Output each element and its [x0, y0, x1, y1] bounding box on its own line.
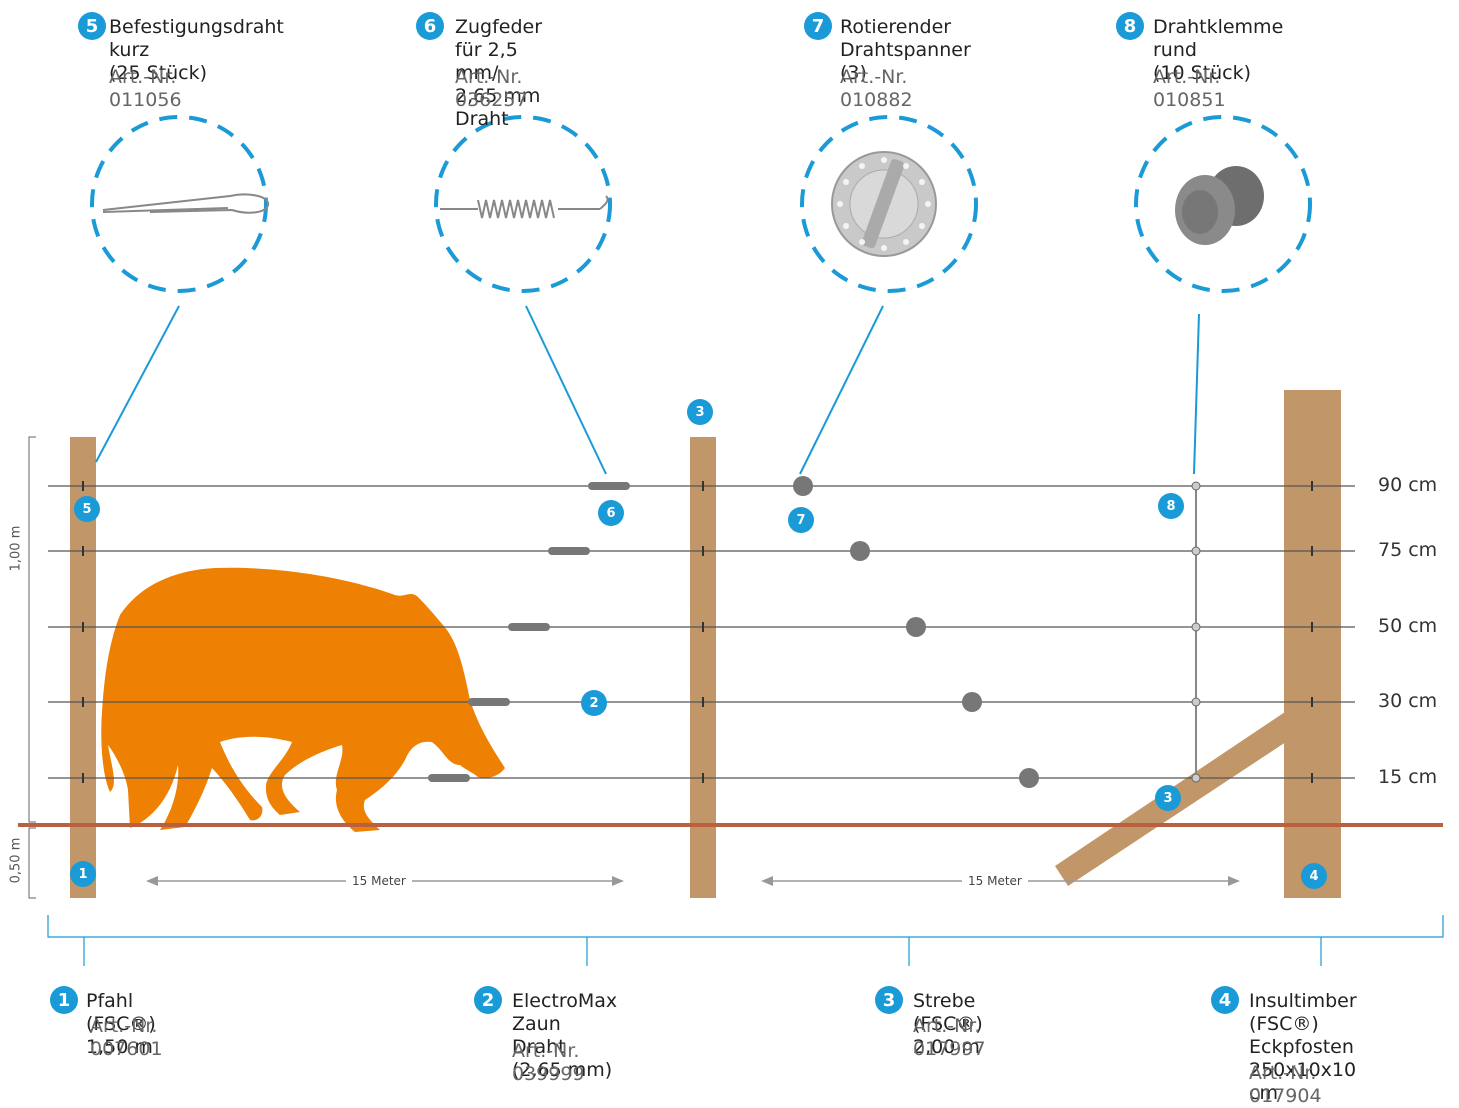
badge: 2: [474, 986, 502, 1014]
marker-4: 4: [1301, 863, 1327, 889]
item-title: Strebe (FSC®) 2,00 m: [913, 990, 983, 1058]
item-article-number: Art.-Nr. 036257: [455, 66, 528, 111]
height-scale: [28, 436, 36, 899]
badge: 8: [1116, 12, 1144, 40]
wire-tensioner-icon: [831, 151, 937, 257]
item-article-number: Art.-Nr. 007601: [90, 1015, 163, 1060]
marker-6: 6: [598, 500, 624, 526]
wire-tensioners: [793, 476, 1039, 788]
height-label-30: 30 cm: [1378, 690, 1438, 712]
wire-clamps: [1191, 481, 1201, 783]
item-title: Zugfeder für 2,5 mm/ 2,65 mm Draht: [455, 16, 543, 130]
item-article-number: Art.-Nr. 011056: [109, 66, 182, 111]
item-article-number: Art.-Nr. 017904: [1249, 1062, 1322, 1107]
leader-lines: [95, 305, 1200, 475]
badge: 4: [1211, 986, 1239, 1014]
boar-silhouette: [101, 567, 506, 832]
badge: 3: [875, 986, 903, 1014]
marker-3-strut: 3: [1155, 785, 1181, 811]
bottom-bracket: [47, 915, 1444, 966]
marker-2: 2: [581, 690, 607, 716]
height-label-90: 90 cm: [1378, 474, 1438, 496]
post-insulators: [82, 481, 1313, 783]
item-title: Pfahl (FSC®) 1,50 m: [86, 990, 156, 1058]
item-article-number: Art.-Nr. 010851: [1153, 66, 1226, 111]
item-title: Rotierender Drahtspanner (3): [840, 16, 971, 84]
detail-circles: [90, 115, 1312, 293]
tension-springs: [428, 482, 630, 782]
scale-lower-label: 0,50 m: [8, 837, 24, 884]
badge: 1: [50, 986, 78, 1014]
badge: 7: [804, 12, 832, 40]
height-label-15: 15 cm: [1378, 766, 1438, 788]
binding-wire-icon: [102, 193, 270, 214]
item-article-number: Art.-Nr. 010882: [840, 66, 913, 111]
item-article-number: Art.-Nr. 039999: [512, 1040, 585, 1085]
distance-label-left: 15 Meter: [346, 874, 412, 888]
wires: [48, 485, 1355, 779]
item-title: Befestigungsdraht kurz (25 Stück): [109, 16, 284, 84]
corner-post: [1284, 390, 1341, 898]
arrow-heads: [146, 876, 1240, 886]
badge: 5: [78, 12, 106, 40]
height-label-50: 50 cm: [1378, 615, 1438, 637]
distance-label-right: 15 Meter: [962, 874, 1028, 888]
tension-spring-icon: [440, 195, 609, 219]
scale-upper-label: 1,00 m: [8, 525, 24, 572]
marker-5: 5: [74, 496, 100, 522]
marker-3-top: 3: [687, 399, 713, 425]
height-label-75: 75 cm: [1378, 539, 1438, 561]
marker-8: 8: [1158, 493, 1184, 519]
item-article-number: Art.-Nr. 017997: [913, 1015, 986, 1060]
marker-7: 7: [788, 507, 814, 533]
post-3: [690, 437, 716, 898]
wire-clamp-icon: [1175, 166, 1264, 245]
item-title: Drahtklemme rund (10 Stück): [1153, 16, 1284, 84]
badge: 6: [416, 12, 444, 40]
marker-1: 1: [70, 861, 96, 887]
item-title: ElectroMax Zaun Draht (2,65 mm): [512, 990, 618, 1081]
